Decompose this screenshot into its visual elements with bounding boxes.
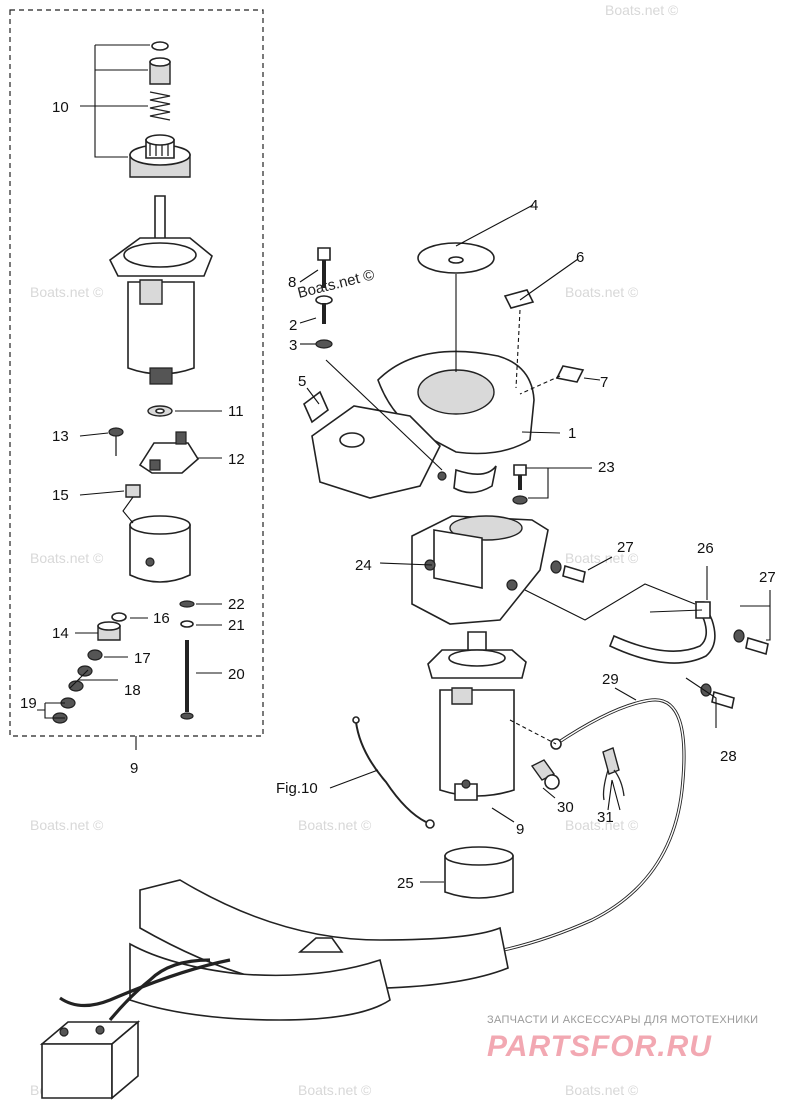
left-leaders bbox=[37, 44, 222, 719]
nut-18b bbox=[68, 680, 84, 692]
bolt-8 bbox=[317, 247, 331, 261]
callout-17: 17 bbox=[134, 650, 151, 667]
callout-13: 13 bbox=[52, 428, 69, 445]
washer-23 bbox=[512, 495, 528, 505]
bolt-27b bbox=[745, 636, 769, 656]
callout-9a: 9 bbox=[130, 760, 138, 777]
callout-4: 4 bbox=[530, 197, 538, 214]
callout-9b: 9 bbox=[516, 821, 524, 838]
brush-holder bbox=[138, 442, 200, 474]
bolt-28 bbox=[711, 690, 735, 710]
battery bbox=[41, 1043, 113, 1099]
callout-11: 11 bbox=[228, 403, 244, 420]
watermark: Boats.net © bbox=[298, 817, 372, 833]
callout-24: 24 bbox=[355, 557, 372, 574]
callout-27b: 27 bbox=[759, 569, 776, 586]
callout-16: 16 bbox=[153, 610, 170, 627]
footer-branding: ЗАПЧАСТИ И АКСЕССУАРЫ ДЛЯ МОТОТЕХНИКИ PA… bbox=[487, 1014, 758, 1063]
washer-27 bbox=[550, 560, 562, 574]
callout-10: 10 bbox=[52, 99, 69, 116]
nut-17 bbox=[87, 649, 103, 661]
callout-7: 7 bbox=[600, 374, 608, 391]
watermark: Boats.net © bbox=[605, 2, 679, 18]
spring-washer-22 bbox=[179, 600, 195, 608]
callout-21: 21 bbox=[228, 617, 245, 634]
callout-28: 28 bbox=[720, 748, 737, 765]
starter-exploded-parts bbox=[52, 41, 213, 724]
washer-27b bbox=[733, 629, 745, 643]
brush-screw bbox=[108, 427, 124, 437]
callout-29: 29 bbox=[602, 671, 619, 688]
callout-5: 5 bbox=[298, 373, 306, 390]
flywheel-cover-assembly bbox=[303, 242, 769, 710]
watermark: Boats.net © bbox=[30, 817, 104, 833]
callout-6: 6 bbox=[576, 249, 584, 266]
label-5 bbox=[303, 390, 329, 424]
spring bbox=[149, 91, 171, 121]
callout-19: 19 bbox=[20, 695, 37, 712]
watermark: Boats.net © bbox=[296, 266, 376, 302]
callout-27a: 27 bbox=[617, 539, 634, 556]
right-leaders bbox=[299, 204, 771, 883]
fig10-harness bbox=[352, 716, 435, 829]
callout-25: 25 bbox=[397, 875, 414, 892]
callout-2: 2 bbox=[289, 317, 297, 334]
bolt-27 bbox=[562, 564, 586, 584]
bolt-23 bbox=[513, 464, 527, 476]
callout-8: 8 bbox=[288, 274, 296, 291]
bolt-2 bbox=[315, 295, 333, 305]
callout-30: 30 bbox=[557, 799, 574, 816]
o-ring-16 bbox=[111, 612, 127, 622]
callout-12: 12 bbox=[228, 451, 245, 468]
callout-18: 18 bbox=[124, 682, 141, 699]
label-6 bbox=[503, 289, 535, 309]
callout-3: 3 bbox=[289, 337, 297, 354]
nut-18a bbox=[77, 665, 93, 677]
starter-exploded-box bbox=[9, 9, 264, 737]
watermark: Boats.net © bbox=[565, 817, 639, 833]
watermark: Boats.net © bbox=[565, 1082, 639, 1098]
cover-base bbox=[311, 405, 441, 499]
starter-body bbox=[439, 689, 515, 797]
starter-motor bbox=[427, 631, 560, 899]
footer-brand: PARTSFOR.RU bbox=[487, 1030, 712, 1063]
callout-20: 20 bbox=[228, 666, 245, 683]
callout-26: 26 bbox=[697, 540, 714, 557]
circlip bbox=[151, 41, 169, 51]
watermark: Boats.net © bbox=[565, 550, 639, 566]
starter-switch bbox=[530, 759, 556, 781]
watermark: Boats.net © bbox=[298, 1082, 372, 1098]
commutator bbox=[149, 367, 173, 385]
washer-3 bbox=[315, 339, 333, 349]
washer-21 bbox=[180, 620, 194, 628]
callout-22: 22 bbox=[228, 596, 245, 613]
callout-31: 31 bbox=[597, 809, 614, 826]
callout-1: 1 bbox=[568, 425, 576, 442]
label-7 bbox=[555, 365, 585, 383]
fig-10-label: Fig.10 bbox=[276, 780, 318, 797]
callout-14: 14 bbox=[52, 625, 69, 642]
watermark: Boats.net © bbox=[30, 550, 104, 566]
callout-23: 23 bbox=[598, 459, 615, 476]
watermarks: Boats.net © Boats.net © Boats.net © Boat… bbox=[30, 2, 679, 1098]
watermark: Boats.net © bbox=[30, 284, 104, 300]
square-nut bbox=[125, 484, 141, 498]
watermark: Boats.net © bbox=[565, 284, 639, 300]
fuse-holder bbox=[602, 747, 620, 775]
rubber-ring bbox=[444, 855, 514, 899]
callout-15: 15 bbox=[52, 487, 69, 504]
footer-tagline: ЗАПЧАСТИ И АКСЕССУАРЫ ДЛЯ МОТОТЕХНИКИ bbox=[487, 1014, 758, 1026]
battery-and-hull bbox=[39, 879, 509, 1100]
callout-labels: 4 6 8 2 3 5 7 1 23 24 27 26 27 29 28 Fig… bbox=[20, 99, 776, 892]
